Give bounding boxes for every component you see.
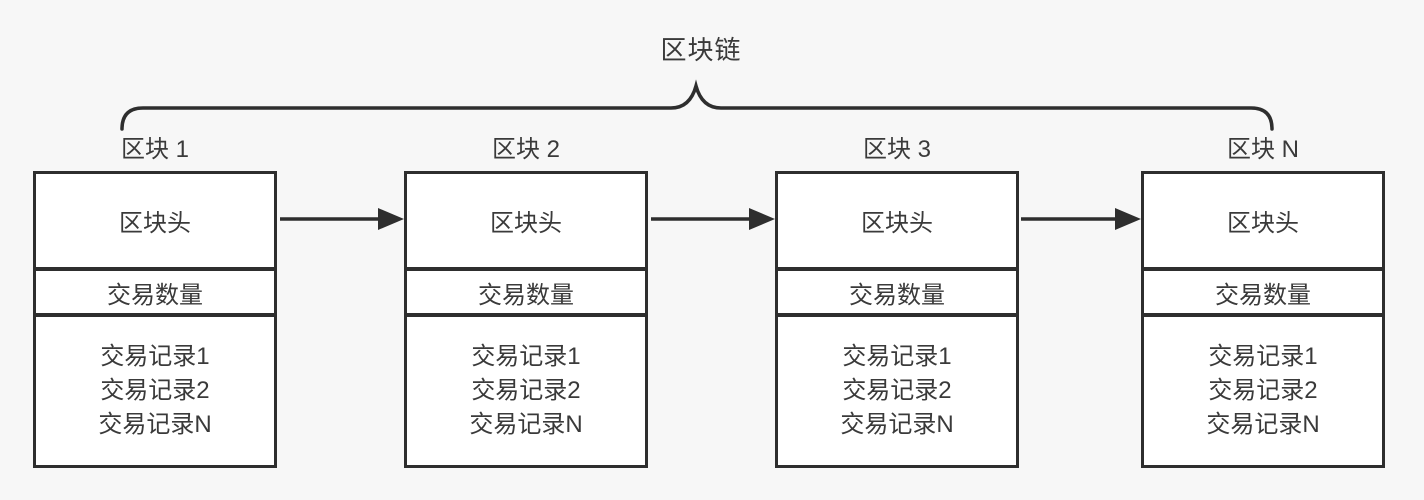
block-title: 区块 2 — [491, 136, 560, 163]
tx-record-line: 交易记录1 — [1208, 343, 1318, 370]
tx-record-line: 交易记录2 — [842, 377, 952, 404]
tx-count-cell: 交易数量 — [778, 267, 1016, 313]
block-header-cell: 区块头 — [490, 210, 562, 237]
block-header-cell: 区块头 — [861, 210, 933, 237]
block-header-cell: 区块头 — [119, 210, 191, 237]
tx-record-line: 交易记录N — [98, 411, 212, 438]
chain-brace-icon — [120, 79, 1274, 131]
tx-record-line: 交易记录2 — [1208, 377, 1318, 404]
chain-title: 区块链 — [660, 35, 742, 65]
tx-record-line: 交易记录1 — [842, 343, 952, 370]
tx-record-line: 交易记录N — [1206, 411, 1320, 438]
tx-count-cell: 交易数量 — [36, 267, 274, 313]
block-box: 区块头 交易数量 交易记录1 交易记录2 交易记录N — [33, 171, 277, 468]
block-1: 区块 1 区块头 交易数量 交易记录1 交易记录2 交易记录N — [33, 133, 277, 468]
block-3: 区块 3 区块头 交易数量 交易记录1 交易记录2 交易记录N — [775, 133, 1019, 468]
tx-record-line: 交易记录2 — [471, 377, 581, 404]
block-box: 区块头 交易数量 交易记录1 交易记录2 交易记录N — [1141, 171, 1385, 468]
tx-count-cell: 交易数量 — [407, 267, 645, 313]
tx-record-line: 交易记录N — [840, 411, 954, 438]
tx-records-cell: 交易记录1 交易记录2 交易记录N — [407, 313, 645, 465]
tx-record-line: 交易记录1 — [100, 343, 210, 370]
arrow-block3-to-blockN — [1021, 208, 1141, 230]
tx-records-cell: 交易记录1 交易记录2 交易记录N — [36, 313, 274, 465]
arrow-block1-to-block2 — [280, 208, 404, 230]
tx-record-line: 交易记录1 — [471, 343, 581, 370]
block-title: 区块 N — [1227, 136, 1299, 163]
tx-record-line: 交易记录2 — [100, 377, 210, 404]
block-title: 区块 1 — [120, 136, 189, 163]
block-title: 区块 3 — [862, 136, 931, 163]
arrow-block2-to-block3 — [651, 208, 775, 230]
tx-record-line: 交易记录N — [469, 411, 583, 438]
tx-records-cell: 交易记录1 交易记录2 交易记录N — [778, 313, 1016, 465]
block-n: 区块 N 区块头 交易数量 交易记录1 交易记录2 交易记录N — [1141, 133, 1385, 468]
block-2: 区块 2 区块头 交易数量 交易记录1 交易记录2 交易记录N — [404, 133, 648, 468]
block-box: 区块头 交易数量 交易记录1 交易记录2 交易记录N — [404, 171, 648, 468]
tx-records-cell: 交易记录1 交易记录2 交易记录N — [1144, 313, 1382, 465]
tx-count-cell: 交易数量 — [1144, 267, 1382, 313]
block-header-cell: 区块头 — [1227, 210, 1299, 237]
block-box: 区块头 交易数量 交易记录1 交易记录2 交易记录N — [775, 171, 1019, 468]
